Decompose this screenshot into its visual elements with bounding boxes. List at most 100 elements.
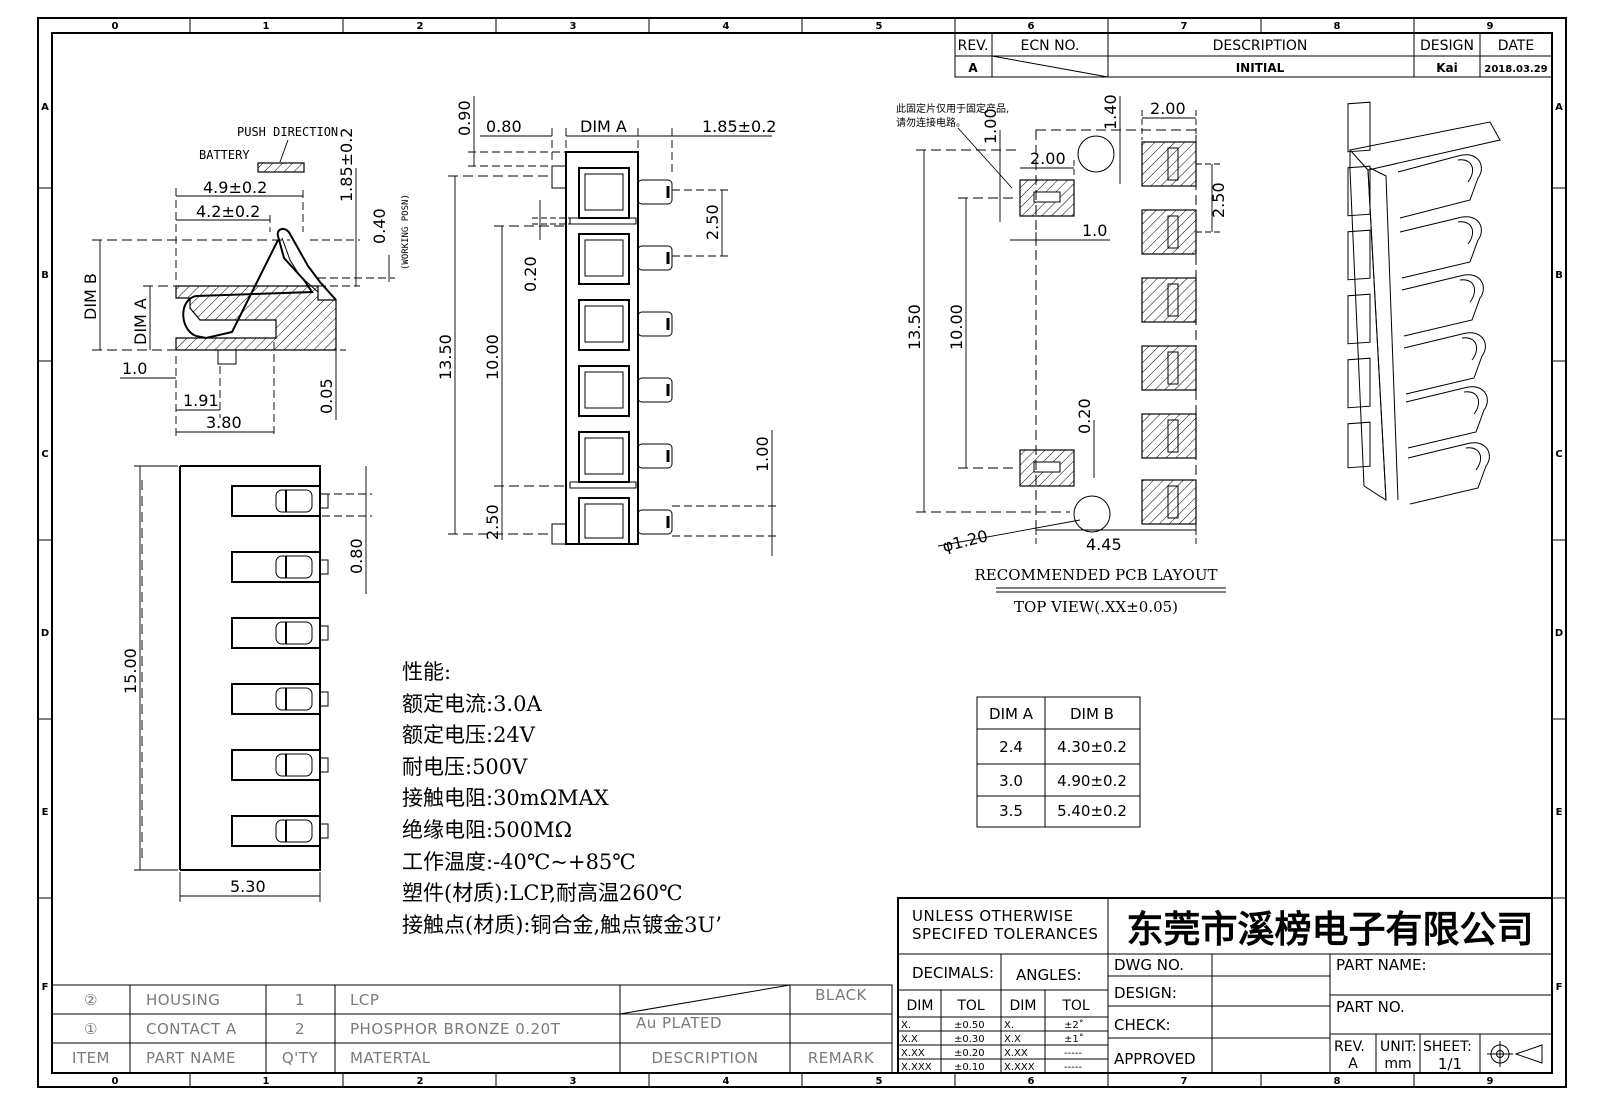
title-block: UNLESS OTHERWISE SPECIFED TOLERANCES DEC…	[897, 897, 1553, 1074]
revision-block: REV. ECN NO. DESCRIPTION DESIGN DATE A I…	[954, 32, 1553, 78]
zone-col-6-bottom: 6	[1028, 1076, 1035, 1087]
dim-13-50-front: 13.50	[436, 334, 455, 380]
bom-row-1-qty: 1	[295, 991, 305, 1009]
pcb-note-line-1: 此固定片仅用于固定产品,	[896, 102, 1009, 115]
design-label: DESIGN:	[1114, 984, 1177, 1002]
dim-1-91: 1.91	[183, 391, 219, 410]
dim-table-row-1-b: 4.30±0.2	[1057, 738, 1127, 756]
rev-value-tb: A	[1348, 1056, 1358, 1072]
zone-col-2-bottom: 2	[417, 1076, 424, 1087]
projection-symbol-icon	[1487, 1041, 1543, 1067]
zone-col-3-bottom: 3	[570, 1076, 577, 1087]
tol-row-4-dim: X.XXX	[901, 1062, 932, 1073]
dim-5-30: 5.30	[230, 877, 266, 896]
spec-line-4: 耐电压:500V	[402, 754, 528, 779]
dim-1-85-vertical: 1.85±0.2	[337, 128, 356, 202]
date-header: DATE	[1498, 38, 1534, 54]
spec-line-5: 接触电阻:30mΩMAX	[402, 786, 609, 811]
part-no-label: PART NO.	[1336, 998, 1405, 1016]
isometric-view	[1347, 101, 1501, 505]
approved-label: APPROVED	[1114, 1050, 1196, 1068]
bom-row-2-qty: 2	[295, 1020, 305, 1038]
zone-col-6: 6	[1028, 21, 1035, 32]
bottom-view: 15.00 0.80 5.30	[121, 465, 372, 902]
spec-block: 性能: 额定电流:3.0A 额定电压:24V 耐电压:500V 接触电阻:30m…	[402, 657, 722, 941]
dim-1-85-front: 1.85±0.2	[702, 117, 776, 136]
zone-row-d-right: D	[1555, 628, 1563, 639]
zone-col-8: 8	[1334, 21, 1341, 32]
bom-row-1-remark: BLACK	[815, 986, 867, 1004]
tol-row-2-dim: X.X	[901, 1034, 918, 1045]
zone-col-7-bottom: 7	[1181, 1076, 1188, 1087]
zone-col-0: 0	[112, 21, 119, 32]
bom-row-1-material: LCP	[350, 991, 379, 1009]
dim-1-0-pcb: 1.0	[1082, 221, 1107, 240]
tol-row-2-tol: ±0.30	[954, 1034, 985, 1045]
dim-10-00-front: 10.00	[483, 334, 502, 380]
dim-0-90: 0.90	[455, 100, 474, 136]
zone-col-1-bottom: 1	[263, 1076, 270, 1087]
bom-row-1-item: ②	[84, 991, 98, 1009]
decimals-label: DECIMALS:	[912, 964, 994, 982]
design-value: Kai	[1436, 61, 1458, 75]
tolerance-title-2: SPECIFED TOLERANCES	[912, 925, 1098, 943]
ecn-header: ECN NO.	[1021, 38, 1080, 54]
design-header: DESIGN	[1420, 38, 1474, 54]
zone-col-0-bottom: 0	[112, 1076, 119, 1087]
ang-row-3-tol: -----	[1064, 1048, 1082, 1059]
dim-2-50-top: 2.50	[703, 204, 722, 240]
pcb-layout: 此固定片仅用于固定产品, 请勿连接电路。	[896, 94, 1228, 616]
dwg-no-label: DWG NO.	[1114, 956, 1184, 974]
zone-row-e-right: E	[1556, 807, 1563, 818]
zone-col-2: 2	[417, 21, 424, 32]
bom-row-2-item: ①	[84, 1020, 98, 1038]
dim-3-80: 3.80	[206, 413, 242, 432]
dim-table-header-a: DIM A	[989, 705, 1034, 723]
zone-col-8-bottom: 8	[1334, 1076, 1341, 1087]
tol-col-dim: DIM	[907, 998, 934, 1014]
ang-row-4-tol: -----	[1064, 1062, 1082, 1073]
dim-1-00-pcb: 1.00	[981, 108, 1000, 144]
zone-col-1: 1	[263, 21, 270, 32]
zone-col-4: 4	[723, 21, 730, 32]
zone-col-3: 3	[570, 21, 577, 32]
sheet-label: SHEET:	[1423, 1039, 1472, 1055]
zone-row-b-right: B	[1555, 270, 1563, 281]
dim-1-0-side: 1.0	[122, 359, 147, 378]
bom-row-2-material: PHOSPHOR BRONZE 0.20T	[350, 1020, 561, 1038]
dim-table-header-b: DIM B	[1070, 705, 1114, 723]
tol-row-1-tol: ±0.50	[954, 1020, 985, 1031]
zone-row-f: F	[42, 982, 49, 993]
ang-col-tol: TOL	[1061, 998, 1090, 1014]
push-direction-label: PUSH DIRECTION	[237, 125, 338, 139]
ang-row-1-tol: ±2˚	[1064, 1019, 1084, 1031]
zone-col-5: 5	[876, 21, 883, 32]
side-view: PUSH DIRECTION BATTERY	[81, 125, 411, 438]
zone-col-4-bottom: 4	[723, 1076, 730, 1087]
tol-row-3-tol: ±0.20	[954, 1048, 985, 1059]
tol-col-tol: TOL	[956, 998, 985, 1014]
dim-2-00-mid: 2.00	[1030, 149, 1066, 168]
ang-row-4-dim: X.XXX	[1004, 1062, 1035, 1073]
spec-line-3: 额定电压:24V	[402, 723, 535, 748]
rev-value: A	[968, 61, 978, 75]
spec-line-6: 绝缘电阻:500MΩ	[402, 817, 573, 842]
spec-line-9: 接触点(材质):铜合金,触点镀金3U’	[402, 912, 722, 937]
zone-row-a: A	[41, 102, 49, 113]
dim-a-side: DIM A	[131, 298, 150, 345]
bom-header-material: MATERTAL	[350, 1049, 431, 1067]
zone-row-b: B	[41, 270, 49, 281]
ang-row-2-dim: X.X	[1004, 1034, 1021, 1045]
zone-col-5-bottom: 5	[876, 1076, 883, 1087]
spec-line-1: 性能:	[402, 660, 452, 684]
tol-row-4-tol: ±0.10	[954, 1062, 985, 1073]
dim-2-50-pcb: 2.50	[1209, 182, 1228, 218]
bom-row-2-description: Au PLATED	[636, 1014, 722, 1032]
dim-b-side: DIM B	[81, 273, 100, 320]
ang-row-3-dim: X.XX	[1004, 1048, 1028, 1059]
pcb-layout-title: RECOMMENDED PCB LAYOUT	[975, 566, 1218, 584]
description-header: DESCRIPTION	[1213, 38, 1308, 54]
part-name-label: PART NAME:	[1336, 956, 1427, 974]
dim-table-row-3-a: 3.5	[999, 802, 1023, 820]
